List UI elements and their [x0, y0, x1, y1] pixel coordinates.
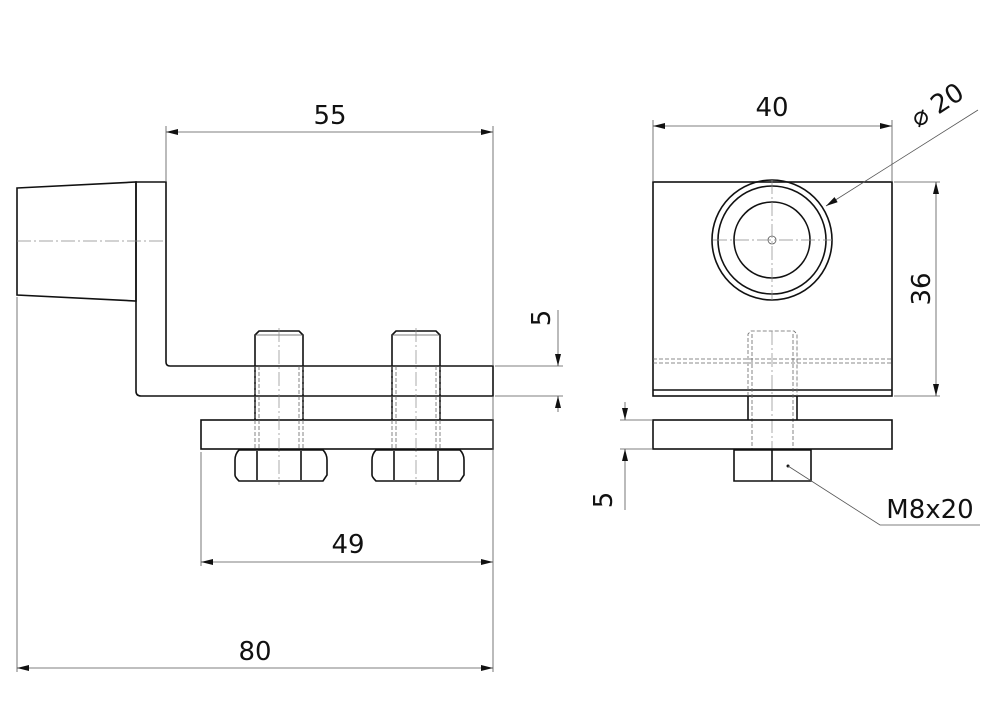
bolt-2 [371, 328, 465, 485]
dim-5-plate: 5 [589, 492, 619, 509]
base-plate [200, 419, 494, 450]
hex-nut [371, 449, 465, 482]
wheel-cone [16, 181, 137, 302]
bracket-face [652, 181, 893, 397]
base-plate-front [652, 419, 893, 450]
dim-40: 40 [755, 93, 788, 123]
dim-55: 55 [313, 101, 346, 131]
diameter-value: 20 [926, 78, 970, 121]
side-view: 55 5 49 80 [16, 101, 563, 672]
front-view: 40 36 ⌀ 20 5 M8x20 [589, 78, 980, 526]
dim-80: 80 [238, 637, 271, 667]
dim-49: 49 [331, 530, 364, 560]
dim-diameter-20: ⌀ 20 [905, 78, 969, 134]
dim-5-bracket: 5 [527, 310, 557, 327]
bolt-spec-label: M8x20 [886, 495, 973, 525]
bolt-1 [234, 328, 328, 485]
dim-36: 36 [907, 272, 937, 305]
diameter-symbol: ⌀ [905, 100, 934, 134]
hex-nut [234, 449, 328, 482]
